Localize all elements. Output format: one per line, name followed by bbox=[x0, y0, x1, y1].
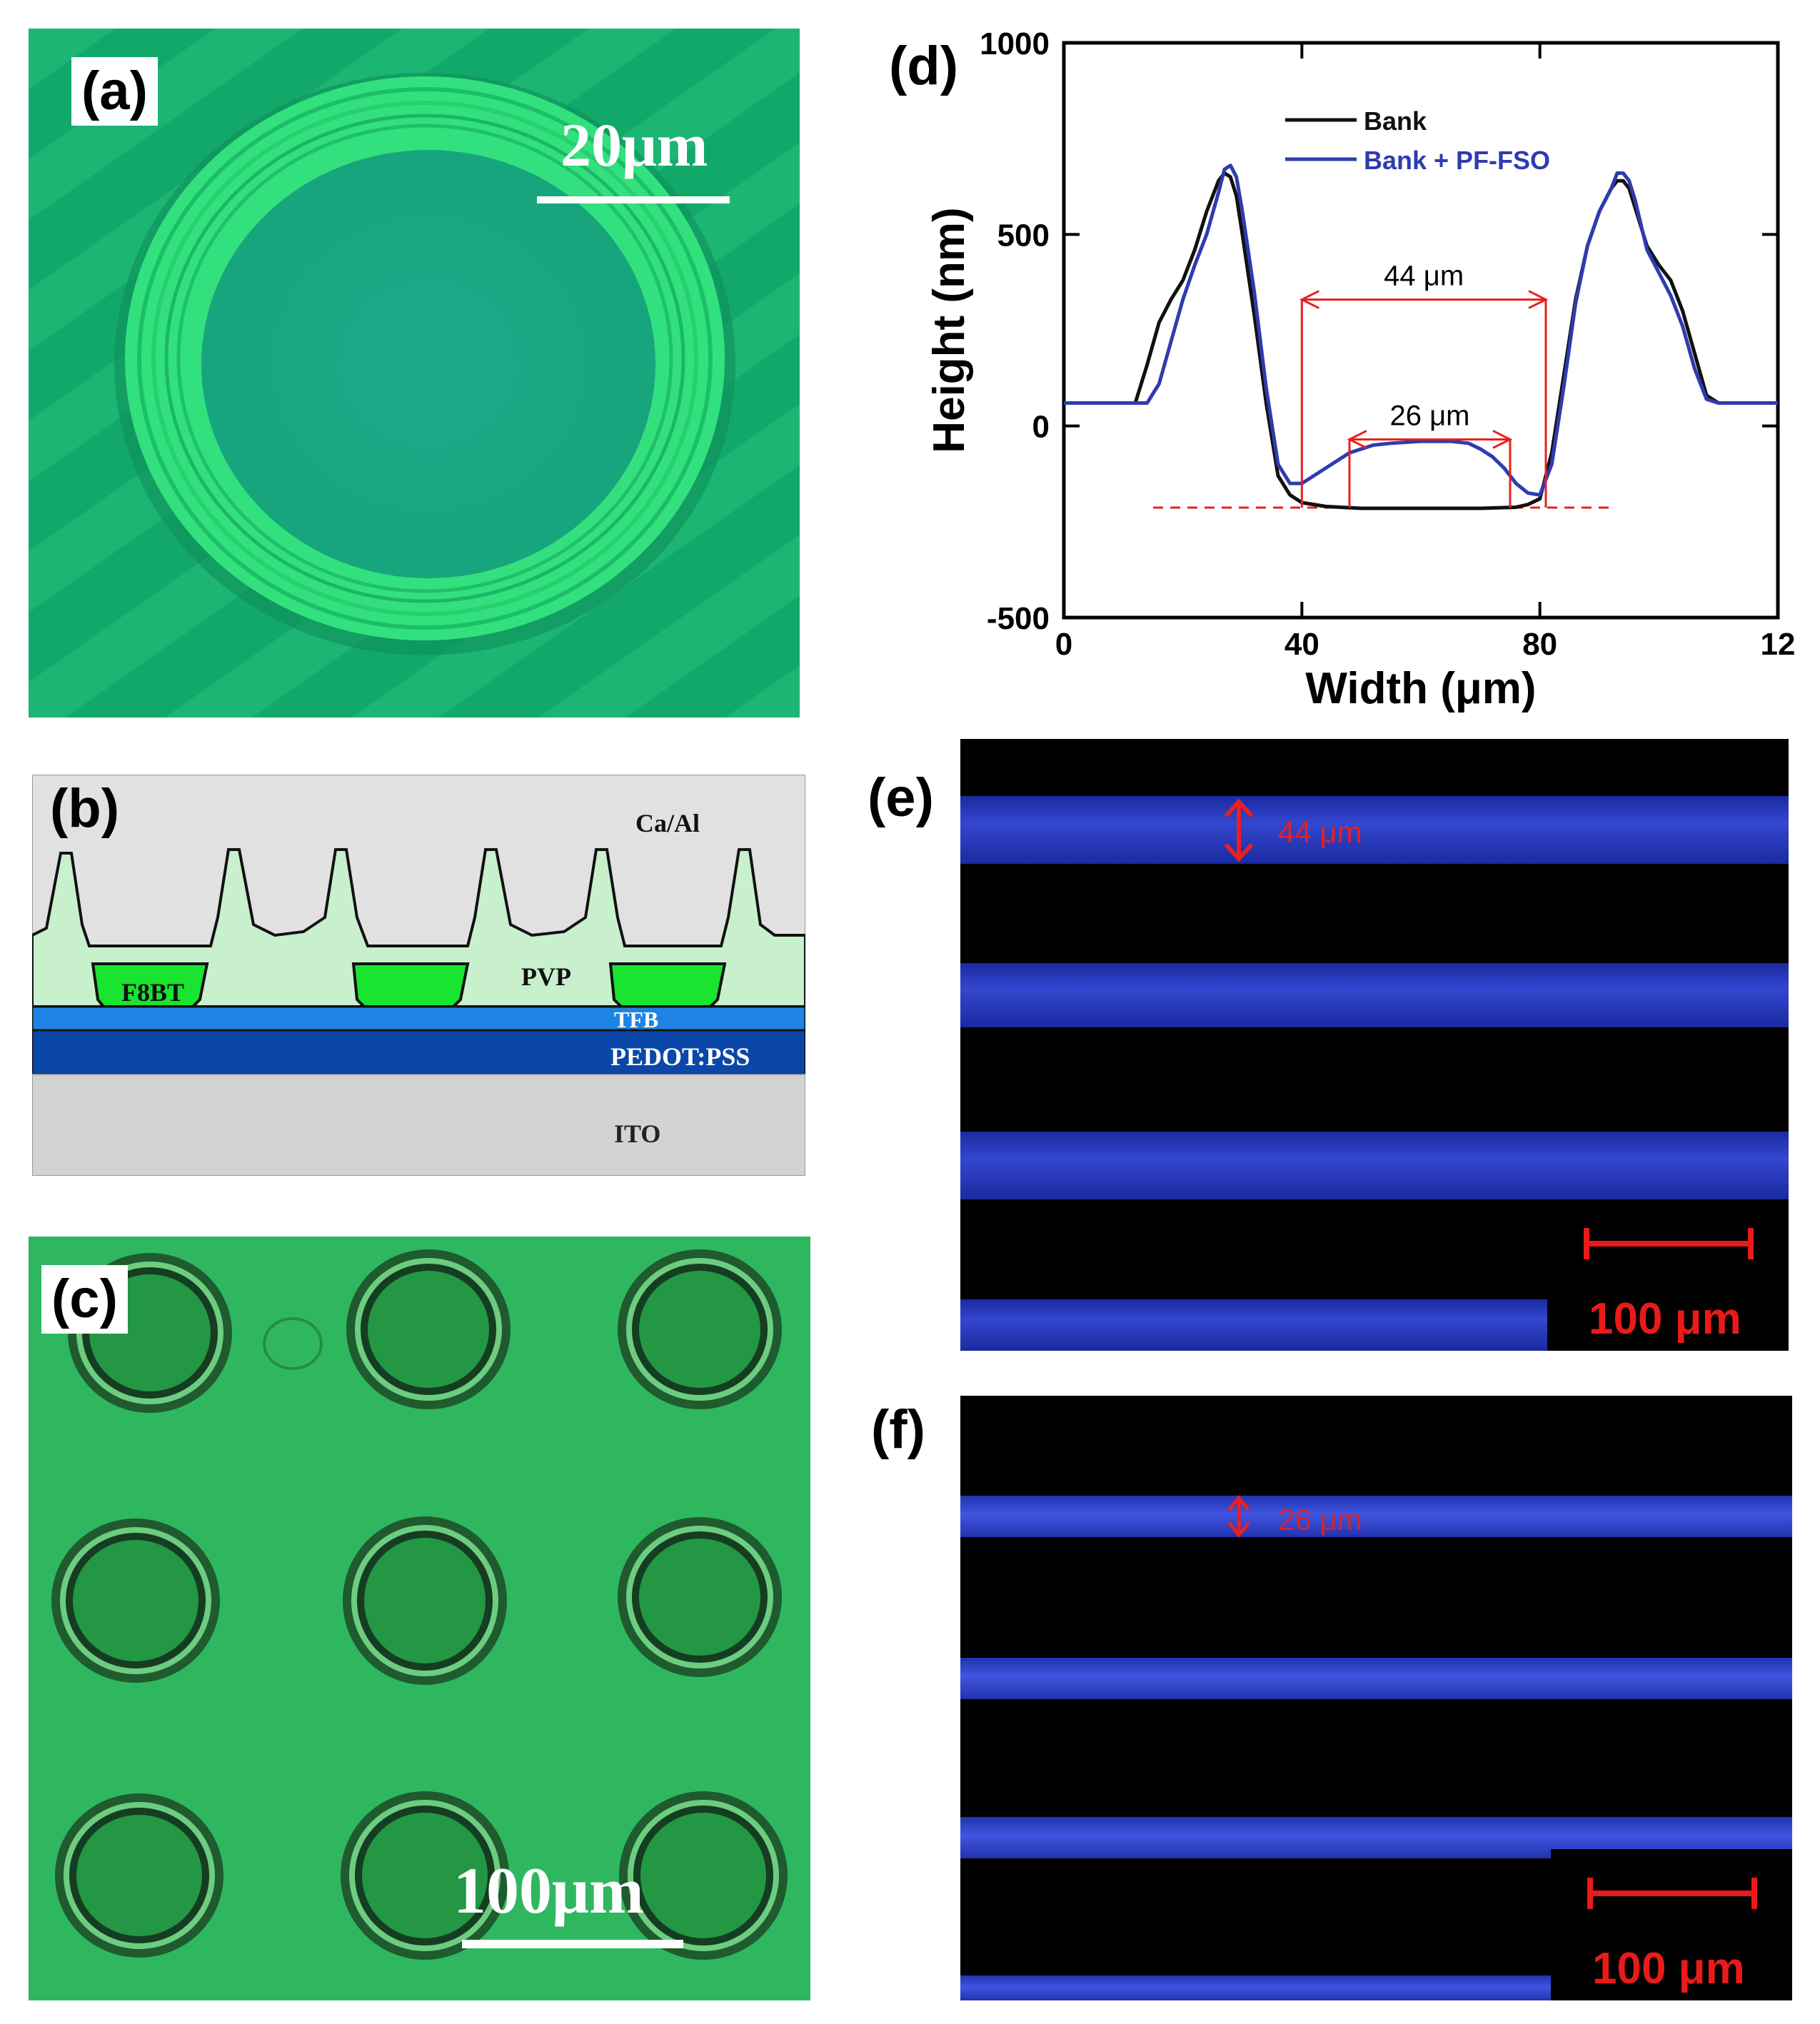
scale-bar-e bbox=[1584, 1228, 1754, 1259]
scale-label-c: 100μm bbox=[453, 1854, 644, 1927]
fluorescence-image-f: 26 μm 100 μm bbox=[960, 1396, 1792, 2000]
panel-label-c: (c) bbox=[41, 1265, 128, 1334]
panel-e: (e) 44 μm bbox=[868, 739, 1820, 1360]
emission-line bbox=[960, 1496, 1792, 1537]
device-schematic bbox=[32, 775, 805, 1176]
scale-box-e bbox=[1547, 1199, 1789, 1351]
scale-label-f: 100 μm bbox=[1592, 1944, 1745, 1993]
scale-bar-c bbox=[462, 1940, 683, 1948]
panel-label-d: (d) bbox=[889, 36, 959, 96]
tfb-layer bbox=[32, 1005, 805, 1032]
x-axis-label: Width (μm) bbox=[1305, 664, 1536, 713]
layer-label-pedot: PEDOT:PSS bbox=[610, 1042, 750, 1071]
layer-label-f8bt: F8BT bbox=[121, 978, 185, 1007]
panel-label-b: (b) bbox=[50, 778, 120, 839]
scale-bar-f bbox=[1587, 1878, 1757, 1909]
f8bt-well-3 bbox=[608, 962, 727, 1008]
panel-label-a: (a) bbox=[71, 57, 158, 126]
layer-label-ito: ITO bbox=[614, 1119, 661, 1148]
layer-label-tfb: TFB bbox=[614, 1007, 659, 1032]
emission-line bbox=[960, 1132, 1789, 1199]
micrograph-c bbox=[29, 1237, 810, 2000]
emission-line bbox=[960, 1658, 1792, 1699]
arrowhead-right bbox=[1492, 430, 1513, 449]
y-tick-label: 500 bbox=[997, 218, 1050, 253]
x-tick-label: 40 bbox=[1284, 627, 1319, 662]
panel-label-e: (e) bbox=[868, 767, 934, 828]
arrowhead-left bbox=[1299, 290, 1320, 309]
y-axis-label: Height (nm) bbox=[925, 207, 974, 453]
x-tick-label: 0 bbox=[1055, 627, 1072, 662]
annotation-label: 44 μm bbox=[1384, 261, 1464, 292]
ito-layer bbox=[32, 1074, 805, 1176]
panel-c: (c) 100μm bbox=[29, 1237, 810, 2000]
measure-label-e: 44 μm bbox=[1278, 815, 1362, 849]
x-tick-label: 80 bbox=[1522, 627, 1557, 662]
fluorescence-image-e: 44 μm 100 μm bbox=[960, 739, 1789, 1351]
measure-arrow-e bbox=[1224, 798, 1254, 862]
panel-label-f: (f) bbox=[871, 1399, 925, 1460]
emission-line bbox=[960, 796, 1789, 864]
arrowhead-left bbox=[1347, 430, 1367, 449]
measure-label-f: 26 μm bbox=[1278, 1503, 1362, 1536]
legend-label: Bank bbox=[1364, 106, 1427, 136]
x-tick-label: 12 bbox=[1761, 627, 1796, 662]
y-tick-label: 1000 bbox=[980, 26, 1050, 61]
y-tick-label: -500 bbox=[987, 601, 1050, 636]
annotation-label: 26 μm bbox=[1390, 400, 1470, 431]
measure-arrow-f bbox=[1227, 1495, 1250, 1538]
micrograph-a bbox=[29, 29, 800, 718]
plot-frame bbox=[1062, 41, 1780, 620]
arrowhead-right bbox=[1528, 290, 1549, 309]
well-a bbox=[201, 150, 655, 578]
panel-a: (a) 20μm bbox=[29, 29, 800, 718]
panel-f: (f) 26 μm bbox=[871, 1396, 1820, 2010]
layer-label-pvp: PVP bbox=[521, 962, 571, 991]
y-tick-label: 0 bbox=[1032, 410, 1050, 445]
legend-label: Bank + PF-FSO bbox=[1364, 146, 1550, 175]
emission-line bbox=[960, 963, 1789, 1027]
scale-box-f bbox=[1551, 1849, 1792, 2000]
pedot-layer bbox=[32, 1029, 805, 1076]
scale-label-a: 20μm bbox=[560, 111, 708, 179]
f8bt-well-2 bbox=[351, 962, 470, 1008]
layer-label-top: Ca/Al bbox=[635, 809, 700, 837]
scale-bar-a bbox=[537, 196, 730, 203]
series-line bbox=[1064, 171, 1778, 510]
panel-b: (b) Ca/Al PVP F8BT TFB PEDOT:PSS ITO bbox=[32, 775, 805, 1176]
well-grid bbox=[51, 1249, 788, 1960]
scale-label-e: 100 μm bbox=[1589, 1294, 1741, 1344]
series-line bbox=[1064, 163, 1778, 497]
